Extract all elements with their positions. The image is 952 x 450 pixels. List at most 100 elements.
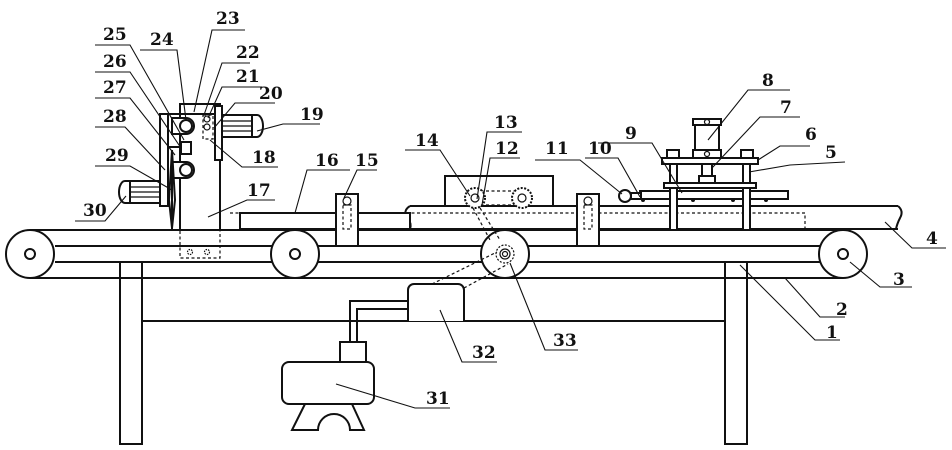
sprocket-housing	[444, 175, 554, 241]
leader-18	[209, 139, 278, 168]
leader-lines	[75, 29, 946, 409]
guide-slot	[202, 114, 214, 140]
leader-6	[757, 145, 810, 161]
leader-1	[739, 264, 840, 341]
callout-3: 3	[893, 270, 905, 290]
callout-28: 28	[103, 107, 127, 127]
side-plate	[159, 113, 169, 207]
slide-pin-top	[203, 115, 211, 123]
drive-system	[281, 251, 509, 431]
pipe-inner	[356, 308, 408, 342]
callout-30: 30	[83, 201, 107, 221]
leader-11	[535, 159, 623, 195]
leader-4	[884, 221, 946, 249]
callout-20: 20	[259, 84, 283, 104]
motor-31-stand	[290, 403, 366, 431]
pipe-right-end	[895, 205, 903, 230]
leader-33	[509, 262, 578, 351]
guide-bracket-right	[576, 193, 600, 247]
callout-1: 1	[826, 323, 838, 343]
bracket-body	[335, 193, 359, 247]
slide-bracket	[214, 105, 223, 161]
callout-14: 14	[415, 131, 439, 151]
callout-2: 2	[836, 300, 848, 320]
callout-33: 33	[553, 331, 577, 351]
callout-13: 13	[494, 113, 518, 133]
sprocket-right-hub	[517, 193, 527, 203]
leader-30	[75, 195, 127, 222]
leader-17	[207, 199, 275, 218]
callout-16: 16	[315, 151, 339, 171]
rivet	[764, 198, 768, 202]
leader-32	[439, 309, 497, 363]
bracket-body	[576, 193, 600, 247]
guide-post-right	[742, 157, 751, 231]
tower-column	[179, 103, 221, 231]
press-base-plate	[639, 190, 789, 200]
upper-pulley	[179, 119, 193, 133]
nut-left	[666, 149, 680, 159]
callout-4: 4	[926, 229, 938, 249]
conveyor	[5, 229, 868, 279]
leader-13	[476, 131, 522, 200]
leader-27	[95, 97, 176, 156]
drive-sprocket	[495, 244, 515, 264]
gearbox-chain-b	[463, 263, 509, 289]
drive-roller	[480, 229, 530, 279]
callout-25: 25	[103, 25, 127, 45]
leader-7	[711, 116, 800, 169]
callout-24: 24	[150, 30, 174, 50]
cutting-tower	[159, 103, 223, 259]
drive-sprocket-hub	[499, 248, 511, 260]
roller-right-axle	[837, 248, 849, 260]
leader-19	[256, 123, 320, 132]
callout-12: 12	[495, 139, 519, 159]
hidden-bolt	[203, 248, 211, 256]
leader-14	[405, 149, 471, 197]
pipe-hidden-outline	[230, 212, 806, 229]
roller-middle	[270, 229, 320, 279]
callout-27: 27	[103, 78, 127, 98]
leader-9	[598, 142, 683, 194]
motor-blade-cap	[118, 180, 131, 204]
leader-10	[585, 157, 641, 198]
tower-base-hidden	[179, 229, 221, 259]
leader-31	[335, 383, 450, 409]
motor-upper-cap	[251, 114, 264, 138]
callout-18: 18	[252, 148, 276, 168]
leader-21	[207, 86, 262, 119]
leader-20	[213, 102, 275, 129]
leader-2	[784, 277, 845, 318]
callout-15: 15	[355, 151, 379, 171]
slide-pin-bottom	[203, 123, 211, 131]
cylinder-cap-bottom	[692, 149, 722, 159]
callout-9: 9	[625, 124, 637, 144]
callout-10: 10	[588, 139, 612, 159]
drive-chain-a	[472, 207, 491, 241]
press-head	[698, 175, 716, 184]
roller-left	[5, 229, 55, 279]
motor-blade	[118, 180, 161, 204]
sprocket-left-hub	[470, 193, 480, 203]
rivet	[691, 198, 695, 202]
roller-middle-axle	[289, 248, 301, 260]
callout-19: 19	[300, 105, 324, 125]
callout-31: 31	[426, 389, 450, 409]
support-plate	[239, 212, 411, 230]
bracket-slot	[583, 204, 593, 230]
pressing-unit	[618, 118, 789, 231]
bracket-pin	[583, 196, 593, 206]
callout-11: 11	[545, 139, 569, 159]
bracket-pin	[342, 196, 352, 206]
leader-26	[95, 71, 182, 149]
handle-neck	[630, 192, 642, 200]
motor-31-body	[281, 361, 375, 405]
leader-8	[707, 89, 790, 141]
left-leg	[119, 261, 143, 445]
leader-29	[95, 165, 173, 191]
callout-6: 6	[805, 125, 817, 145]
sensor-block	[180, 141, 192, 155]
bracket-slot	[342, 204, 352, 230]
leader-16	[294, 169, 350, 214]
